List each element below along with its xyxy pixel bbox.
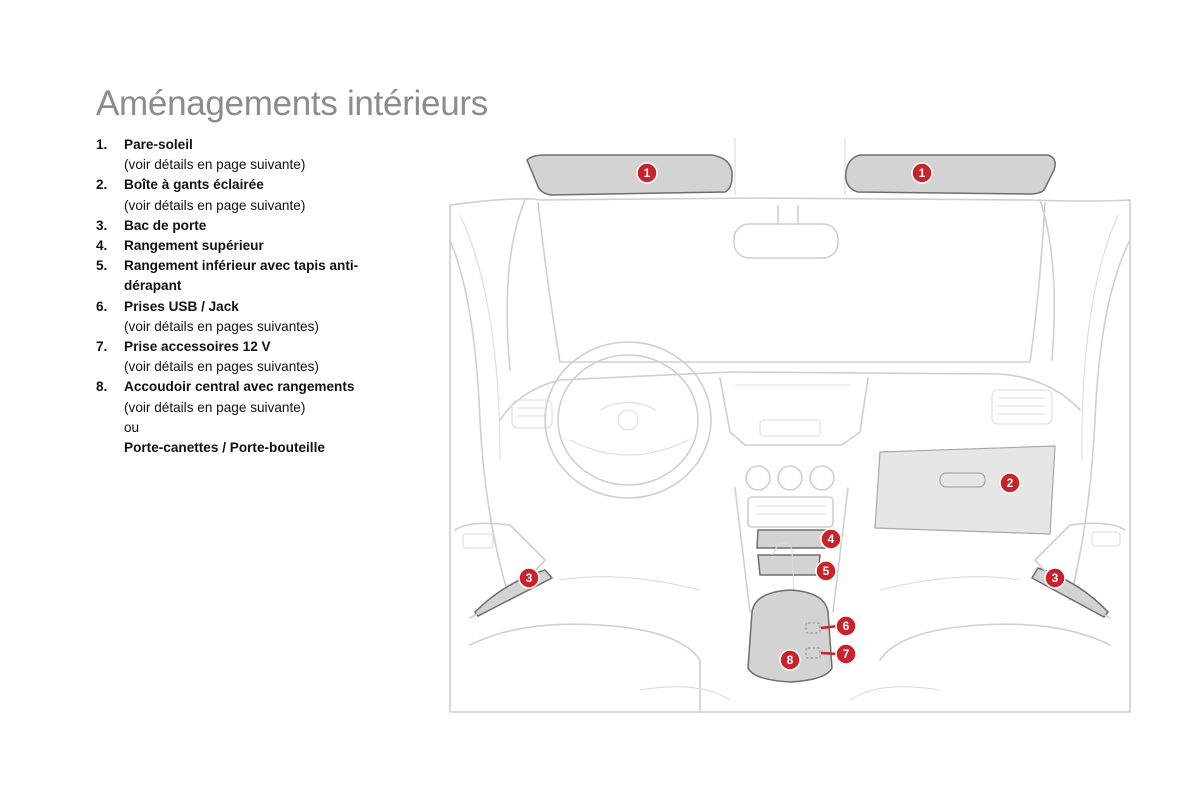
legend-label: Rangement inférieur avec tapis anti-déra…	[124, 258, 359, 294]
callout-1-left: 1	[636, 162, 658, 184]
dashboard	[499, 341, 1081, 613]
cabin-outline	[449, 137, 1131, 713]
legend-alt-label: Porte-canettes / Porte-bouteille	[124, 440, 325, 456]
legend-label: Prise accessoires 12 V	[124, 339, 271, 355]
seats	[469, 576, 1111, 713]
callout-label: 8	[787, 653, 794, 667]
callout-label: 1	[919, 166, 926, 180]
legend-note: (voir détails en page suivante)	[124, 157, 306, 173]
legend-number: 5.	[96, 258, 108, 274]
pointer-7	[820, 651, 839, 656]
legend-label: Pare-soleil	[124, 137, 193, 152]
legend-label: Boîte à gants éclairée	[124, 177, 264, 193]
callout-2: 2	[999, 472, 1021, 494]
legend-item: 8. Accoudoir central avec rangements (vo…	[96, 377, 406, 458]
legend-item: 1. Pare-soleil (voir détails en page sui…	[96, 135, 406, 175]
callout-label: 3	[1052, 571, 1059, 585]
legend-item: 3. Bac de porte	[96, 216, 406, 236]
gear-lever	[771, 541, 795, 591]
legend-item: 4. Rangement supérieur	[96, 236, 406, 256]
legend-number: 8.	[96, 379, 108, 395]
callout-label: 6	[843, 619, 850, 633]
central-armrest	[747, 589, 833, 683]
legend-number: 7.	[96, 339, 108, 355]
legend-label: Prises USB / Jack	[124, 298, 239, 314]
page-title: Aménagements intérieurs	[96, 84, 488, 123]
legend-item: 6. Prises USB / Jack (voir détails en pa…	[96, 297, 406, 337]
callout-7: 7	[835, 643, 857, 665]
lower-storage	[757, 554, 821, 576]
legend-item: 2. Boîte à gants éclairée (voir détails …	[96, 175, 406, 215]
legend-item: 7. Prise accessoires 12 V (voir détails …	[96, 337, 406, 377]
legend-label: Bac de porte	[124, 217, 207, 233]
legend-note: (voir détails en page suivante)	[124, 399, 306, 415]
legend-note: (voir détails en pages suivantes)	[124, 359, 319, 375]
callout-3-right: 3	[1044, 567, 1066, 589]
callout-3-left: 3	[518, 567, 540, 589]
legend-number: 1.	[96, 137, 108, 152]
callout-6: 6	[835, 615, 857, 637]
sun-visor-left	[526, 154, 733, 196]
car-interior-diagram: 1 1 2 3 3 4 5 6 7 8	[449, 137, 1131, 713]
callout-label: 4	[828, 532, 835, 546]
legend-item: 5. Rangement inférieur avec tapis anti-d…	[96, 256, 406, 296]
legend-number: 3.	[96, 217, 108, 233]
pointer-6	[820, 624, 839, 630]
legend-label: Rangement supérieur	[124, 238, 264, 254]
callout-label: 2	[1007, 476, 1014, 490]
upper-storage	[756, 529, 827, 549]
callout-label: 3	[526, 571, 533, 585]
callout-4: 4	[820, 528, 842, 550]
door-panels	[454, 522, 1126, 619]
sun-visor-right	[845, 154, 1056, 195]
callout-label: 5	[823, 564, 830, 578]
legend-note: (voir détails en pages suivantes)	[124, 318, 319, 334]
legend-number: 6.	[96, 298, 108, 314]
legend-number: 2.	[96, 177, 108, 193]
callout-8: 8	[779, 649, 801, 671]
callout-label: 7	[843, 647, 850, 661]
legend-list: 1. Pare-soleil (voir détails en page sui…	[96, 135, 406, 458]
legend-label: Accoudoir central avec rangements	[124, 379, 355, 395]
legend-or: ou	[124, 419, 140, 435]
callout-5: 5	[815, 560, 837, 582]
callout-label: 1	[644, 166, 651, 180]
legend-number: 4.	[96, 238, 108, 254]
callout-1-right: 1	[911, 162, 933, 184]
legend-note: (voir détails en page suivante)	[124, 197, 306, 213]
